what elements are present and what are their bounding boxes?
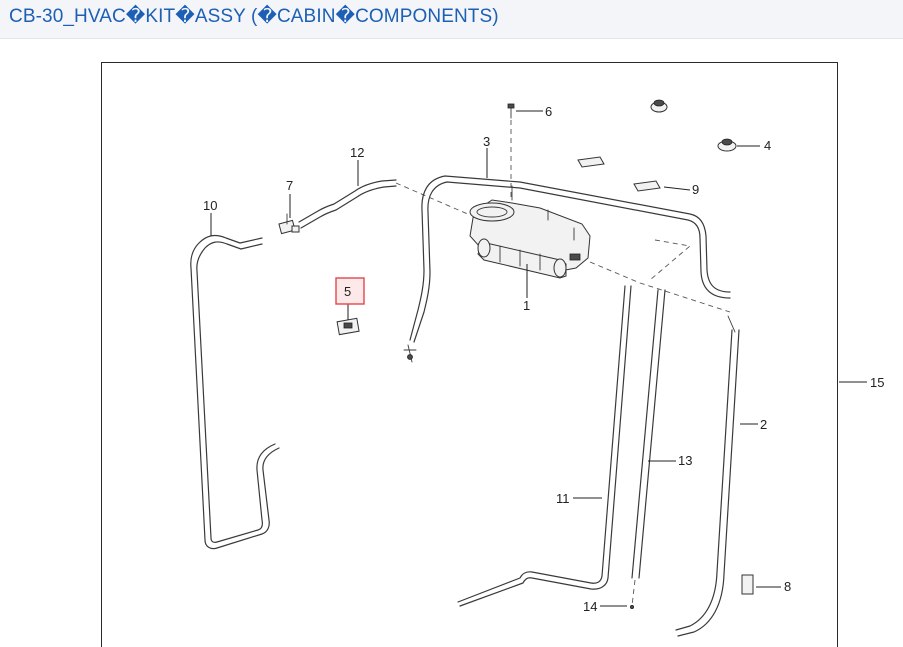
callout-14[interactable]: 14	[583, 599, 597, 614]
callout-12[interactable]: 12	[350, 145, 364, 160]
part-5-bracket	[336, 317, 360, 336]
part-8-label	[741, 574, 754, 595]
callout-11[interactable]: 11	[556, 491, 570, 506]
part-4-grommet	[717, 138, 737, 152]
callout-8[interactable]: 8	[784, 579, 791, 594]
diagram-frame	[101, 62, 838, 647]
part-10-hose	[190, 234, 280, 550]
callout-3[interactable]: 3	[483, 134, 490, 149]
callout-10[interactable]: 10	[203, 198, 217, 213]
callout-1[interactable]: 1	[523, 298, 530, 313]
part-11-tube	[457, 285, 632, 607]
callout-5-highlight[interactable]	[335, 277, 365, 305]
part-2-hose	[675, 315, 740, 637]
header-bar: CB-30_HVAC�KIT�ASSY (�CABIN�COMPONENTS)	[0, 0, 903, 39]
callout-4[interactable]: 4	[764, 138, 771, 153]
callout-15[interactable]: 15	[870, 375, 884, 390]
part-3-tube	[403, 175, 731, 363]
page-title: CB-30_HVAC�KIT�ASSY (�CABIN�COMPONENTS)	[9, 6, 499, 27]
part-grommet-top	[650, 99, 668, 113]
callout-6[interactable]: 6	[545, 104, 552, 119]
part-9-clips	[577, 156, 661, 192]
leader-lines	[210, 110, 867, 607]
part-12-tube	[298, 179, 471, 229]
callout-5[interactable]: 5	[344, 284, 351, 299]
part-7-connector	[278, 213, 300, 235]
callout-7[interactable]: 7	[286, 178, 293, 193]
part-6-fastener	[507, 103, 515, 200]
part-13-tube	[630, 289, 666, 610]
part-1-hvac-unit	[469, 185, 731, 313]
callout-13[interactable]: 13	[678, 453, 692, 468]
callout-2[interactable]: 2	[760, 417, 767, 432]
callout-9[interactable]: 9	[692, 182, 699, 197]
